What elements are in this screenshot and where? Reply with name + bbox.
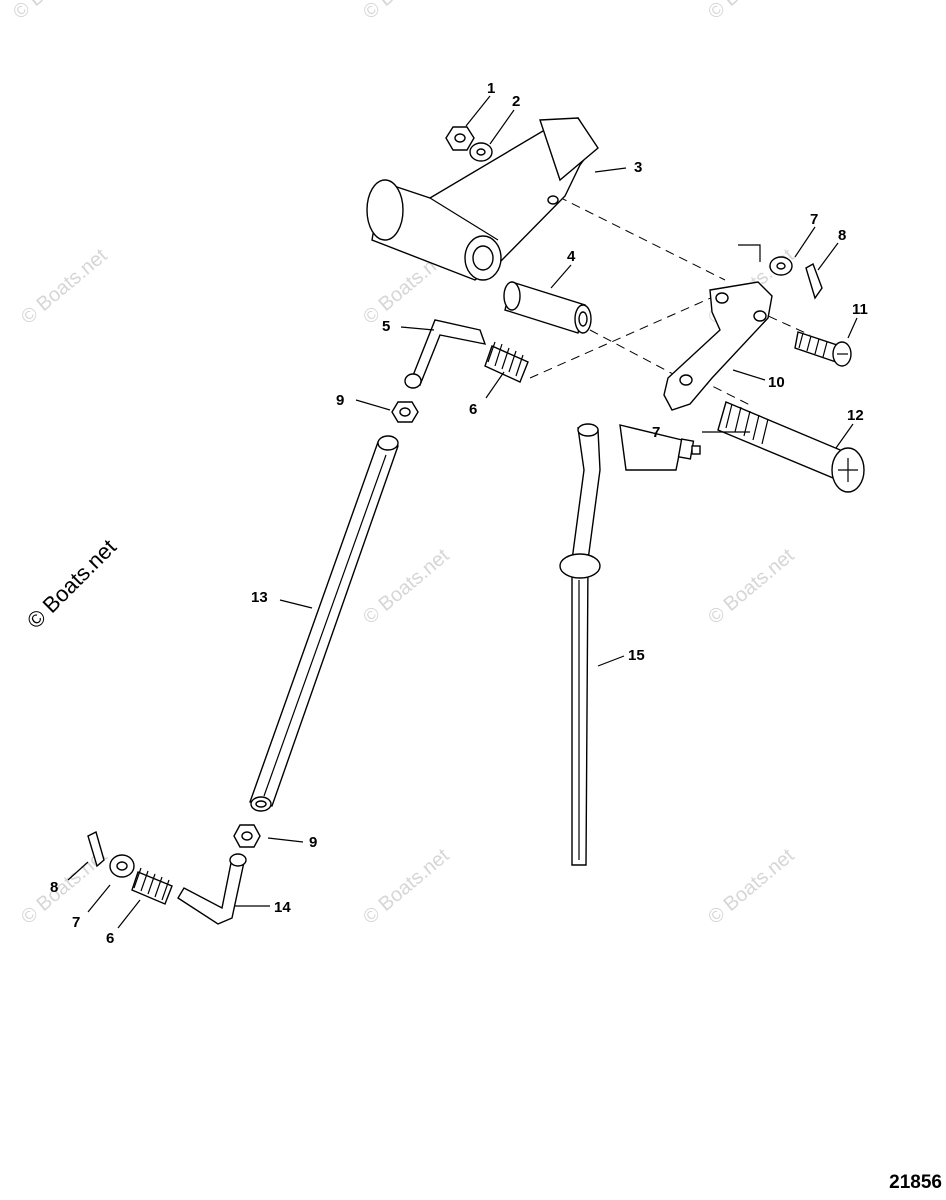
watermarks: © Boats.net © Boats.net © Boats.net © Bo… xyxy=(9,0,799,929)
washer-part-2 xyxy=(469,142,493,162)
shift-shaft-part-15 xyxy=(559,423,601,866)
nut-part-9-upper xyxy=(391,401,419,423)
cotter-pin-part-8 xyxy=(805,262,823,300)
bolt-part-12 xyxy=(717,401,865,493)
callout-15: 15 xyxy=(628,647,645,664)
rod-part-13 xyxy=(249,435,399,812)
callout-4: 4 xyxy=(567,248,576,265)
watermark: © Boats.net xyxy=(359,544,454,628)
washer-part-7 xyxy=(769,256,793,276)
watermark-large: © Boats.net xyxy=(22,534,121,633)
callout-2: 2 xyxy=(512,93,520,110)
watermark: © Boats.net xyxy=(704,844,799,928)
callout-9: 9 xyxy=(336,392,344,409)
watermark: © Boats.net xyxy=(704,544,799,628)
callout-9-lower: 9 xyxy=(309,834,317,851)
watermark: © Boats.net xyxy=(17,244,112,328)
callouts: 1 2 3 4 5 6 7 8 9 10 11 12 7 13 15 9 8 7… xyxy=(50,80,868,947)
callout-1: 1 xyxy=(487,80,495,97)
nut-part-1 xyxy=(445,126,475,151)
nut-part-9-lower xyxy=(233,824,261,848)
callout-3: 3 xyxy=(634,159,642,176)
screw-part-11 xyxy=(794,331,852,367)
cotter-pin-part-8-lower xyxy=(87,830,105,868)
callout-7-tube: 7 xyxy=(652,424,660,441)
diagram-number: 21856 xyxy=(889,1172,942,1193)
watermark: © Boats.net xyxy=(359,0,454,24)
sealant-tube-part-7 xyxy=(619,424,701,471)
lever-arm-part-3 xyxy=(366,117,599,281)
callout-6: 6 xyxy=(469,401,477,418)
watermark: © Boats.net xyxy=(9,0,104,24)
callout-8-lower: 8 xyxy=(50,879,58,896)
bushing-part-4 xyxy=(503,281,592,334)
callout-13: 13 xyxy=(251,589,268,606)
bent-link-part-5 xyxy=(404,319,487,389)
washer-part-7-lower xyxy=(109,854,135,878)
leader-lines xyxy=(67,95,858,929)
bracket-part-10 xyxy=(663,281,773,411)
callout-5: 5 xyxy=(382,318,390,335)
callout-7: 7 xyxy=(810,211,818,228)
callout-12: 12 xyxy=(847,407,864,424)
bent-link-part-14 xyxy=(177,853,247,925)
callout-7-lower: 7 xyxy=(72,914,80,931)
watermark: © Boats.net xyxy=(704,0,799,24)
callout-8: 8 xyxy=(838,227,846,244)
callout-14: 14 xyxy=(274,899,291,916)
spring-part-6-lower xyxy=(131,867,173,905)
callout-6-lower: 6 xyxy=(106,930,114,947)
callout-11: 11 xyxy=(852,301,868,318)
spring-part-6 xyxy=(484,341,529,383)
callout-10: 10 xyxy=(768,374,785,391)
watermark: © Boats.net xyxy=(359,844,454,928)
